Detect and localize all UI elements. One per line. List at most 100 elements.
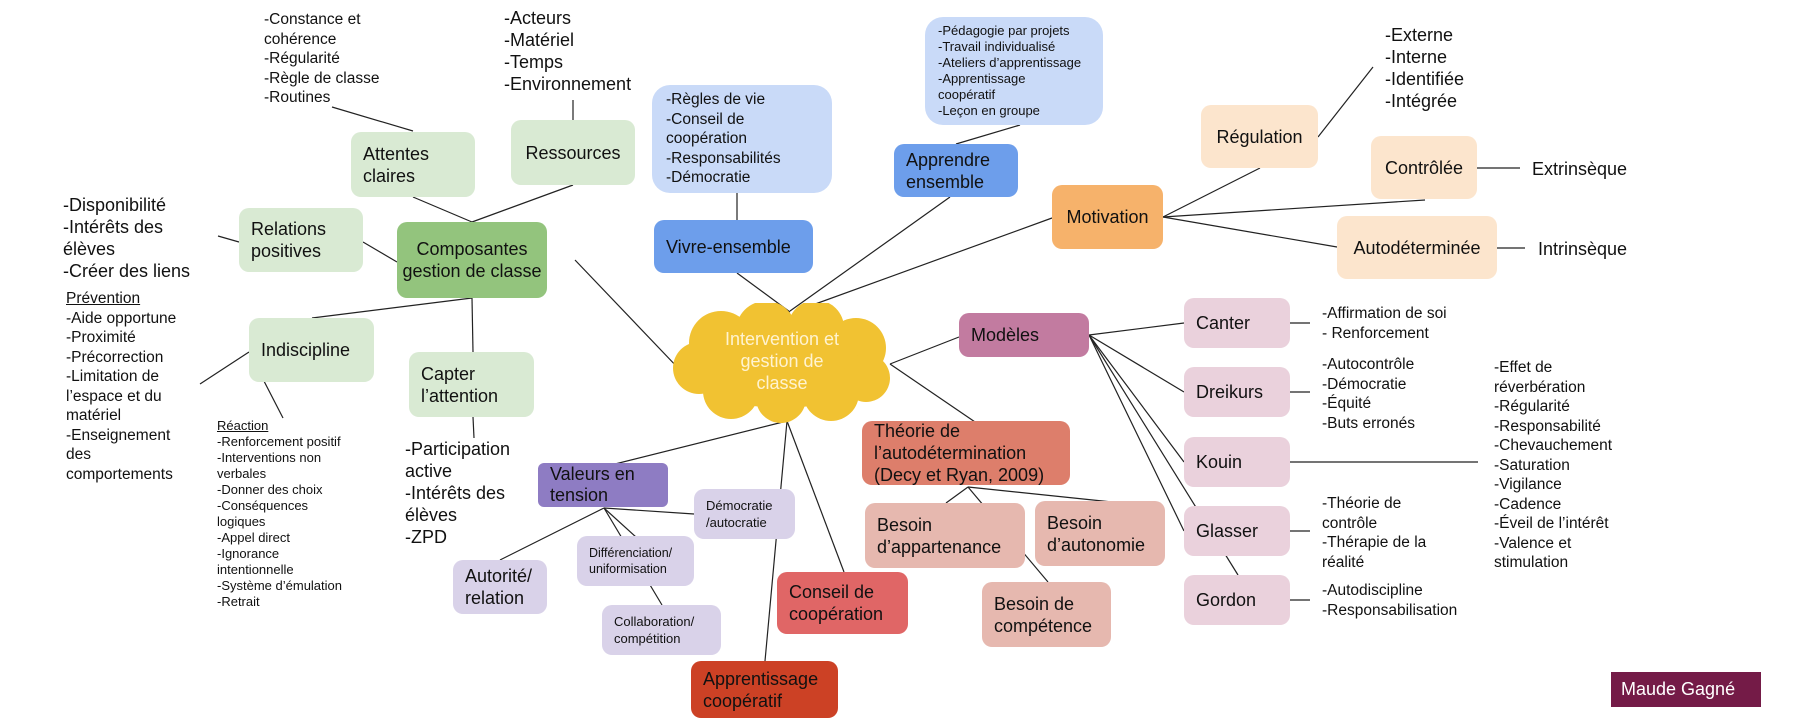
theorie-node[interactable]: Théorie de l’autodétermination (Decy et … — [862, 421, 1070, 485]
composantes-label: Composantes gestion de classe — [402, 239, 542, 281]
model-label: Kouin — [1196, 452, 1243, 472]
apprendre-node[interactable]: Apprendre ensemble — [894, 144, 1018, 197]
link — [889, 336, 960, 365]
autodeterminee-node[interactable]: Autodéterminée — [1337, 216, 1497, 279]
glasser-details: -Théorie de contrôle -Thérapie de la réa… — [1322, 495, 1427, 571]
model-label: Dreikurs — [1196, 382, 1264, 402]
regulation-details: -Externe -Interne -Identifiée -Intégrée — [1385, 25, 1465, 111]
link — [764, 420, 788, 662]
link — [603, 507, 695, 515]
link — [1088, 334, 1185, 532]
apprendre-label: Apprendre ensemble — [906, 149, 991, 192]
valeur-label: Collaboration/ compétition — [614, 614, 695, 646]
ressources-label: Ressources — [525, 142, 621, 163]
link — [331, 106, 414, 132]
model-gordon[interactable]: Gordon — [1184, 575, 1290, 625]
besoin-autonomie-node[interactable]: Besoin d’autonomie — [1035, 501, 1165, 566]
link — [1088, 322, 1185, 336]
link — [471, 297, 474, 353]
valeur-collaboration[interactable]: Collaboration/ compétition — [602, 605, 721, 655]
indiscipline-label: Indiscipline — [261, 340, 351, 360]
link — [574, 259, 681, 371]
motivation-node[interactable]: Motivation — [1052, 185, 1163, 249]
attentes-node[interactable]: Attentes claires — [351, 132, 475, 197]
vivre-node[interactable]: Vivre-ensemble — [654, 220, 813, 273]
relations-node[interactable]: Relations positives — [239, 208, 363, 272]
model-glasser[interactable]: Glasser — [1184, 506, 1290, 556]
link — [199, 351, 250, 385]
capter-node[interactable]: Capter l’attention — [409, 352, 534, 417]
modeles-node[interactable]: Modèles — [959, 313, 1089, 357]
apprentissage-node[interactable]: Apprentissage coopératif — [691, 661, 838, 718]
valeur-autorite[interactable]: Autorité/ relation — [453, 560, 547, 614]
valeurs-label: Valeurs en tension — [550, 464, 635, 505]
model-kouin[interactable]: Kouin — [1184, 437, 1290, 487]
central-cloud-shape — [673, 303, 890, 423]
author-badge: Maude Gagné — [1611, 672, 1761, 707]
attentes-label: Attentes claires — [363, 143, 430, 186]
link — [1162, 216, 1338, 248]
besoin-competence-node[interactable]: Besoin de compétence — [982, 582, 1111, 647]
reaction-block: Réaction -Renforcement positif -Interven… — [217, 418, 342, 610]
model-canter[interactable]: Canter — [1184, 298, 1290, 348]
ressources-node[interactable]: Ressources — [511, 120, 635, 185]
link — [412, 196, 473, 223]
controlee-details: Extrinsèque — [1532, 159, 1628, 179]
regulation-node[interactable]: Régulation — [1201, 105, 1318, 168]
theorie-label: Théorie de l’autodétermination (Decy et … — [874, 421, 1045, 485]
valeur-differenciation[interactable]: Différenciation/ uniformisation — [577, 536, 694, 586]
conseil-label: Conseil de coopération — [789, 582, 884, 624]
link — [1317, 66, 1374, 138]
vivre-details: -Règles de vie -Conseil de coopération -… — [666, 91, 781, 187]
valeur-democratie[interactable]: Démocratie /autocratie — [694, 489, 795, 539]
gordon-details: -Autodiscipline -Responsabilisation — [1322, 582, 1458, 619]
central-topic[interactable]: Intervention et gestion de classe — [724, 329, 840, 393]
link — [967, 486, 1113, 503]
link — [955, 124, 1021, 145]
prevention-details: -Aide opportune -Proximité -Précorrectio… — [66, 309, 177, 483]
apprendre-details-node[interactable]: -Pédagogie par projets -Travail individu… — [925, 17, 1103, 125]
vivre-label: Vivre-ensemble — [666, 236, 791, 257]
autodeterminee-details: Intrinsèque — [1538, 239, 1628, 259]
link — [1088, 334, 1185, 463]
link — [789, 196, 951, 312]
besoin-label: Besoin d’appartenance — [877, 514, 1002, 557]
reaction-title: Réaction — [217, 418, 269, 433]
ressources-details: -Acteurs -Matériel -Temps -Environnement — [504, 8, 632, 94]
link — [1162, 199, 1426, 218]
valeur-label: Démocratie /autocratie — [706, 498, 773, 530]
relations-label: Relations positives — [251, 219, 327, 261]
valeurs-node[interactable]: Valeurs en tension — [538, 463, 668, 507]
controlee-node[interactable]: Contrôlée — [1371, 136, 1477, 199]
attentes-details: -Constance et cohérence -Régularité -Règ… — [264, 11, 380, 106]
link — [603, 507, 637, 538]
reaction-details: -Renforcement positif -Interventions non… — [217, 434, 342, 609]
modeles-label: Modèles — [971, 325, 1040, 345]
besoin-appartenance-node[interactable]: Besoin d’appartenance — [865, 503, 1025, 568]
valeur-label: Autorité/ relation — [465, 566, 533, 608]
apprendre-details: -Pédagogie par projets -Travail individu… — [938, 23, 1082, 118]
besoin-label: Besoin d’autonomie — [1047, 512, 1146, 555]
link — [795, 217, 1053, 312]
link — [786, 420, 845, 573]
vivre-details-node[interactable]: -Règles de vie -Conseil de coopération -… — [652, 85, 832, 193]
link — [889, 363, 979, 425]
model-dreikurs[interactable]: Dreikurs — [1184, 367, 1290, 417]
model-label: Gordon — [1196, 590, 1257, 610]
controlee-label: Contrôlée — [1384, 157, 1464, 178]
indiscipline-node[interactable]: Indiscipline — [249, 318, 374, 382]
kouin-details: -Effet de réverbération -Régularité -Res… — [1494, 359, 1613, 571]
relations-details: -Disponibilité -Intérêts des élèves -Cré… — [63, 195, 191, 281]
prevention-title: Prévention — [66, 290, 141, 307]
regulation-label: Régulation — [1216, 126, 1303, 147]
prevention-block: Prévention -Aide opportune -Proximité -P… — [66, 289, 176, 484]
link — [362, 241, 398, 263]
valeur-label: Différenciation/ uniformisation — [589, 546, 673, 576]
conseil-node[interactable]: Conseil de coopération — [777, 572, 908, 634]
link — [945, 486, 969, 504]
composantes-node[interactable]: Composantes gestion de classe — [397, 222, 547, 298]
link — [217, 235, 240, 243]
link — [471, 184, 574, 223]
besoin-label: Besoin de compétence — [994, 593, 1093, 636]
